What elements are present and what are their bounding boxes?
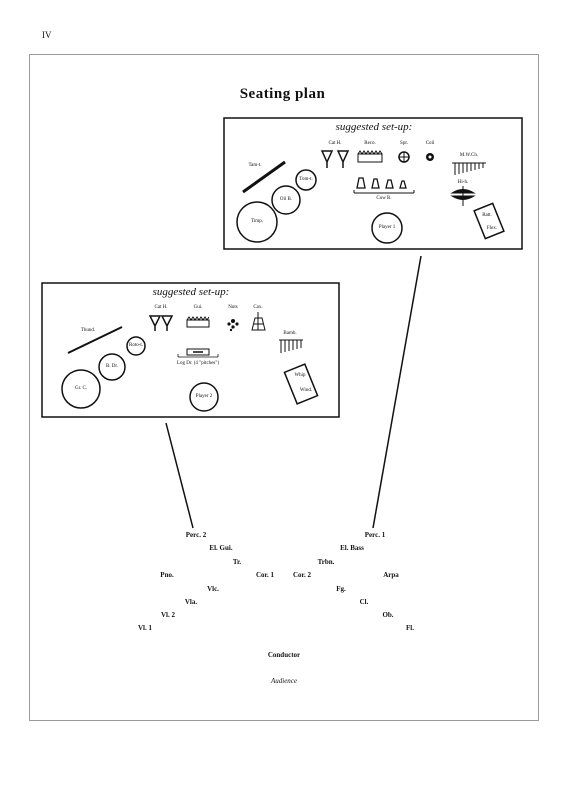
roto-tom-drum (126, 336, 146, 356)
label-spr: Spr. (400, 141, 408, 146)
label-log-dr: Log Dr. (4 "pitches") (176, 361, 220, 366)
label-cat-h-2: Cat H. (154, 305, 168, 310)
page-number: IV (42, 30, 52, 40)
log-drum-icon (186, 348, 210, 356)
seat-vla: Vla. (184, 598, 198, 606)
ratt-flex-table (473, 202, 505, 240)
label-player1: Player 1 (378, 225, 396, 230)
seat-el-gui: El. Gui. (209, 544, 233, 552)
gran-cassa-drum (61, 369, 101, 409)
oil-barrel-drum (271, 185, 301, 215)
seat-tr: Tr. (232, 558, 242, 566)
seat-cor2: Cor. 2 (292, 571, 312, 579)
seat-pno: Pno. (160, 571, 174, 579)
bamboo-chimes-icon (279, 339, 303, 353)
seat-cl: Cl. (359, 598, 369, 606)
label-cow-b: Cow B. (376, 196, 392, 201)
page-frame (29, 54, 539, 721)
cat-h-icon-2 (336, 150, 350, 168)
label-timp: Timp. (251, 219, 263, 224)
label-roto-t: Roto-t. (128, 343, 144, 348)
box2-heading: suggested set-up: (152, 286, 230, 298)
nuts-icon (227, 319, 239, 332)
whip-wind-table (283, 363, 319, 405)
seat-perc1: Perc. 1 (364, 531, 386, 539)
seat-vlc: Vlc. (207, 585, 219, 593)
label-flex: Flex. (486, 226, 498, 231)
seat-fl: Fl. (406, 624, 414, 632)
reco-icon (357, 153, 383, 163)
label-b-dr: B. Dr. (105, 364, 119, 369)
label-thund: Thund. (80, 328, 96, 333)
seat-vl1: Vl. 1 (138, 624, 152, 632)
bass-drum (98, 353, 126, 381)
cat-h2-icon-2 (160, 315, 174, 331)
seat-ob: Ob. (382, 611, 394, 619)
tam-tam-icon (242, 160, 286, 194)
label-reco: Reco. (364, 141, 376, 146)
label-whip: Whip (294, 373, 306, 378)
connector-perc1 (372, 255, 422, 529)
setup-box-player2 (41, 282, 340, 418)
seat-perc2: Perc. 2 (185, 531, 207, 539)
label-nuts: Nuts (228, 305, 238, 310)
label-gui: Gui. (193, 305, 203, 310)
seat-arpa: Arpa (383, 571, 399, 579)
seat-vl2: Vl. 2 (161, 611, 175, 619)
hi-hat-icon (450, 186, 476, 206)
label-mw-ch: M.W.Ch. (459, 153, 479, 158)
label-gr-c: Gr. C. (74, 386, 88, 391)
box1-heading: suggested set-up: (335, 121, 413, 133)
setup-box-player1 (223, 117, 523, 250)
cowbells-icon (356, 177, 407, 189)
label-ratt: Ratt. (482, 213, 492, 218)
connector-perc2 (165, 422, 194, 529)
tom-tom-drum (295, 169, 317, 191)
audience-label: Audience (270, 677, 298, 685)
label-coil: Coil (425, 141, 435, 146)
label-bamb: Bamb. (283, 331, 297, 336)
label-hi-h: Hi-h. (457, 180, 469, 185)
page-title: Seating plan (239, 86, 326, 102)
seat-trbn: Trbn. (317, 558, 335, 566)
seat-fg: Fg. (336, 585, 346, 593)
label-tom-t: Tom-t. (299, 177, 313, 182)
seat-cor1: Cor. 1 (255, 571, 275, 579)
seat-conductor: Conductor (267, 651, 301, 659)
label-player2: Player 2 (195, 394, 213, 399)
cabasa-icon (251, 312, 266, 331)
seat-el-bass: El. Bass (340, 544, 364, 552)
guiro-icon (186, 319, 210, 328)
label-cax: Cax. (253, 305, 263, 310)
cat-h2-icon (148, 315, 162, 331)
player2-position (189, 382, 219, 412)
timpani-drum (236, 201, 278, 243)
player1-position (371, 212, 403, 244)
cat-h-icon (320, 150, 334, 168)
label-cat-h: Cat H. (328, 141, 342, 146)
label-tam-t: Tam-t. (248, 163, 262, 168)
label-oil-b: Oil B. (279, 197, 293, 202)
thunder-sheet-icon (67, 326, 123, 354)
label-wind: Wind. (299, 388, 313, 393)
mark-tree-icon (452, 162, 486, 175)
